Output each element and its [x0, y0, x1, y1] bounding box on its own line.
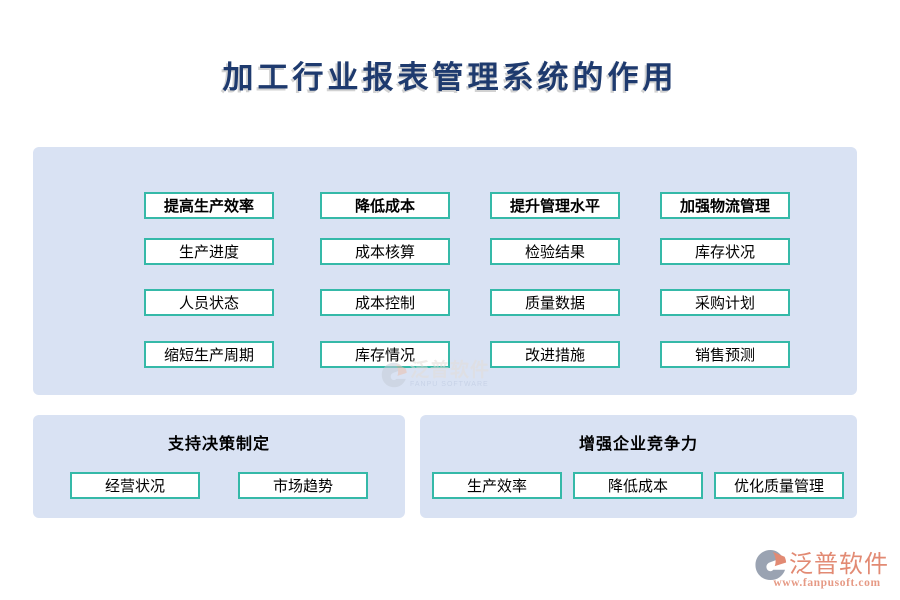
box-production-efficiency: 生产效率	[432, 472, 562, 499]
box-inspection-results: 检验结果	[490, 238, 620, 265]
box-cost-accounting: 成本核算	[320, 238, 450, 265]
main-panel: 提高生产效率 降低成本 提升管理水平 加强物流管理 生产进度 成本核算 检验结果…	[33, 147, 857, 395]
box-market-trends: 市场趋势	[238, 472, 368, 499]
box-shorten-production-cycle: 缩短生产周期	[144, 341, 274, 368]
box-header-cost-reduction: 降低成本	[320, 192, 450, 219]
page-title: 加工行业报表管理系统的作用	[222, 60, 678, 95]
footer-brand: 泛普软件 www.fanpusoft.com	[754, 549, 900, 589]
footer-brand-name: 泛普软件	[789, 552, 889, 578]
box-quality-data: 质量数据	[490, 289, 620, 316]
watermark-brand-subtitle: FANPU SOFTWARE	[410, 381, 489, 388]
decision-support-panel: 支持决策制定 经营状况 市场趋势	[33, 415, 405, 518]
box-optimize-quality-management: 优化质量管理	[714, 472, 844, 499]
box-inventory-status: 库存状况	[660, 238, 790, 265]
box-improvement-measures: 改进措施	[490, 341, 620, 368]
box-header-production-efficiency: 提高生产效率	[144, 192, 274, 219]
box-personnel-status: 人员状态	[144, 289, 274, 316]
panel-title-decision-support: 支持决策制定	[167, 436, 270, 453]
box-production-progress: 生产进度	[144, 238, 274, 265]
panel-title-competitiveness: 增强企业竞争力	[578, 436, 698, 453]
fanpu-logo-icon	[755, 549, 787, 581]
box-cost-reduction: 降低成本	[573, 472, 703, 499]
box-cost-control: 成本控制	[320, 289, 450, 316]
box-header-logistics-management: 加强物流管理	[660, 192, 790, 219]
box-operating-status: 经营状况	[70, 472, 200, 499]
box-header-management-level: 提升管理水平	[490, 192, 620, 219]
box-sales-forecast: 销售预测	[660, 341, 790, 368]
footer-brand-url: www.fanpusoft.com	[773, 577, 881, 589]
box-inventory-situation: 库存情况	[320, 341, 450, 368]
box-purchase-plan: 采购计划	[660, 289, 790, 316]
competitiveness-panel: 增强企业竞争力 生产效率 降低成本 优化质量管理	[420, 415, 857, 518]
